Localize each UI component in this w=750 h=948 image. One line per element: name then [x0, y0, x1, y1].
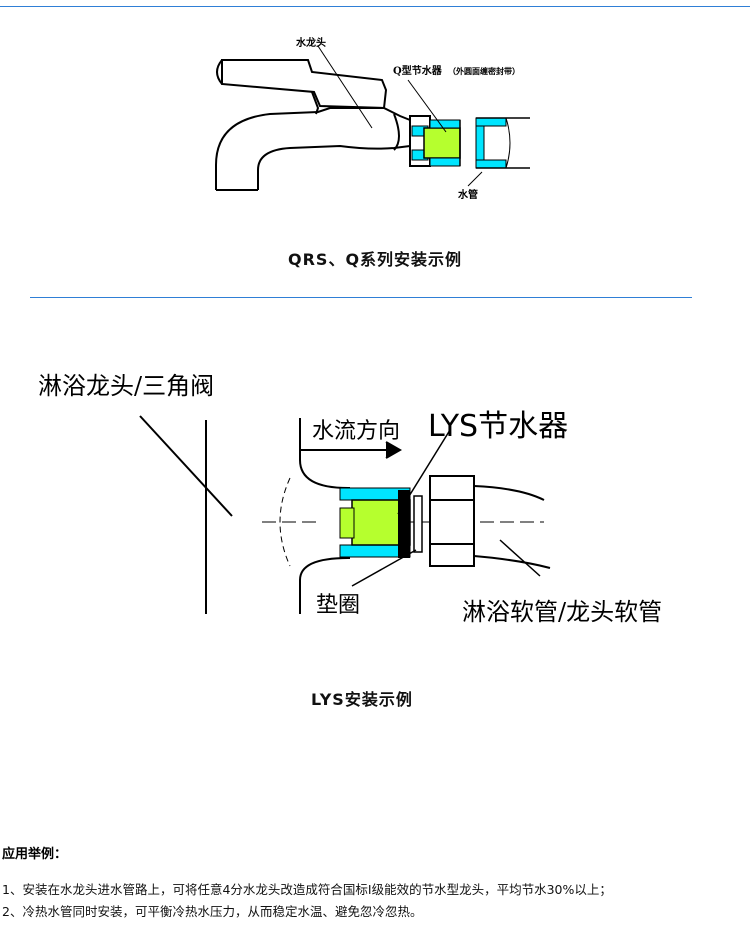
label-faucet-fig1: 水龙头: [295, 36, 326, 49]
label-gasket: 垫圈: [316, 593, 360, 618]
flow-arrow: [299, 418, 403, 459]
middle-divider: [30, 297, 692, 298]
usage-item-2: 2、冷热水管同时安装，可平衡冷热水压力，从而稳定水温、避免忽冷忽热。: [2, 904, 423, 919]
label-shower-faucet: 淋浴龙头/三角阀: [38, 372, 214, 400]
figure2-caption: LYS安装示例: [311, 690, 413, 709]
label-flow-direction: 水流方向: [312, 419, 400, 444]
shower-valve-symbol: [139, 415, 233, 614]
label-shower-hose: 淋浴软管/龙头软管: [462, 598, 662, 626]
faucet-drawing: [215, 59, 431, 191]
hose-nut: [429, 475, 475, 567]
usage-title: 应用举例：: [2, 847, 68, 862]
hose-lines: [473, 485, 551, 569]
q-saver-insert: [411, 119, 461, 167]
label-q-saver: Q型节水器: [393, 64, 443, 77]
usage-item-1: 1、安装在水龙头进水管路上，可将任意4分水龙头改造成符合国标Ⅰ级能效的节水型龙头…: [2, 882, 612, 897]
label-lys-saver: LYS节水器: [428, 409, 568, 444]
label-q-saver-note: （外圆面缠密封带）: [448, 66, 520, 76]
lys-saver-insert: [339, 487, 411, 558]
pipe-drawing: [475, 117, 530, 169]
figure1-leader-lines: [317, 45, 483, 187]
figure1-caption: QRS、Q系列安装示例: [288, 250, 463, 269]
gasket-symbol: [413, 495, 423, 553]
top-divider: [0, 6, 750, 7]
label-pipe: 水管: [457, 188, 478, 201]
figure2-leader-lines: [351, 429, 541, 587]
